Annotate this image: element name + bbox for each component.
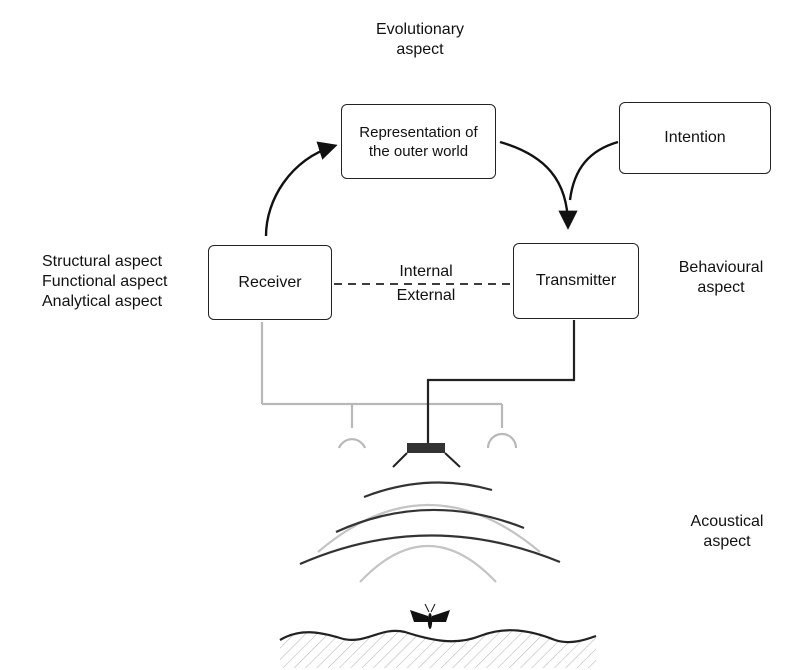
wave-dark-1 (363, 481, 493, 499)
receiver-box: Receiver (208, 245, 332, 320)
functional-aspect-label: Functional aspect (42, 273, 168, 290)
arrow-receiver-to-representation (264, 141, 338, 237)
arrow-intention-to-transmitter (568, 140, 619, 201)
intention-box: Intention (619, 102, 771, 174)
transmitter-wiring (426, 320, 576, 444)
analytical-aspect-label: Analytical aspect (42, 293, 163, 310)
wave-dark-3 (299, 534, 561, 566)
evolutionary-line1: Evolutionary (375, 21, 465, 38)
wave-dark-2 (335, 508, 525, 534)
representation-label-line2: the outer world (368, 142, 469, 160)
receiver-ear-icon (337, 432, 518, 449)
structural-aspect-label: Structural aspect (42, 253, 163, 270)
receiver-wiring (260, 322, 504, 428)
evolutionary-line2: aspect (396, 41, 444, 58)
internal-label: Internal (399, 263, 453, 280)
representation-box: Representation of the outer world (341, 104, 496, 179)
transmitter-label: Transmitter (535, 272, 617, 289)
moth-icon (410, 603, 450, 629)
wave-grey-1 (359, 544, 497, 583)
arrow-representation-to-transmitter (499, 140, 578, 230)
acoustical-aspect-label: Acoustical aspect (662, 512, 792, 552)
representation-label-line1: Representation of (359, 123, 478, 141)
acoustical-line1: Acoustical (690, 513, 764, 530)
evolutionary-aspect-label: Evolutionary aspect (350, 20, 490, 60)
sound-waves (299, 481, 561, 583)
transmitter-speaker-icon (392, 443, 461, 468)
external-label: External (396, 287, 456, 304)
behavioural-aspect-label: Behavioural aspect (656, 258, 786, 298)
behavioural-line1: Behavioural (678, 259, 764, 276)
acoustical-line2: aspect (703, 533, 751, 550)
intention-label: Intention (664, 129, 726, 146)
transmitter-box: Transmitter (513, 243, 639, 319)
ground (279, 629, 597, 668)
receiver-label: Receiver (238, 273, 302, 291)
wave-grey-2 (317, 504, 541, 553)
behavioural-line2: aspect (697, 279, 745, 296)
